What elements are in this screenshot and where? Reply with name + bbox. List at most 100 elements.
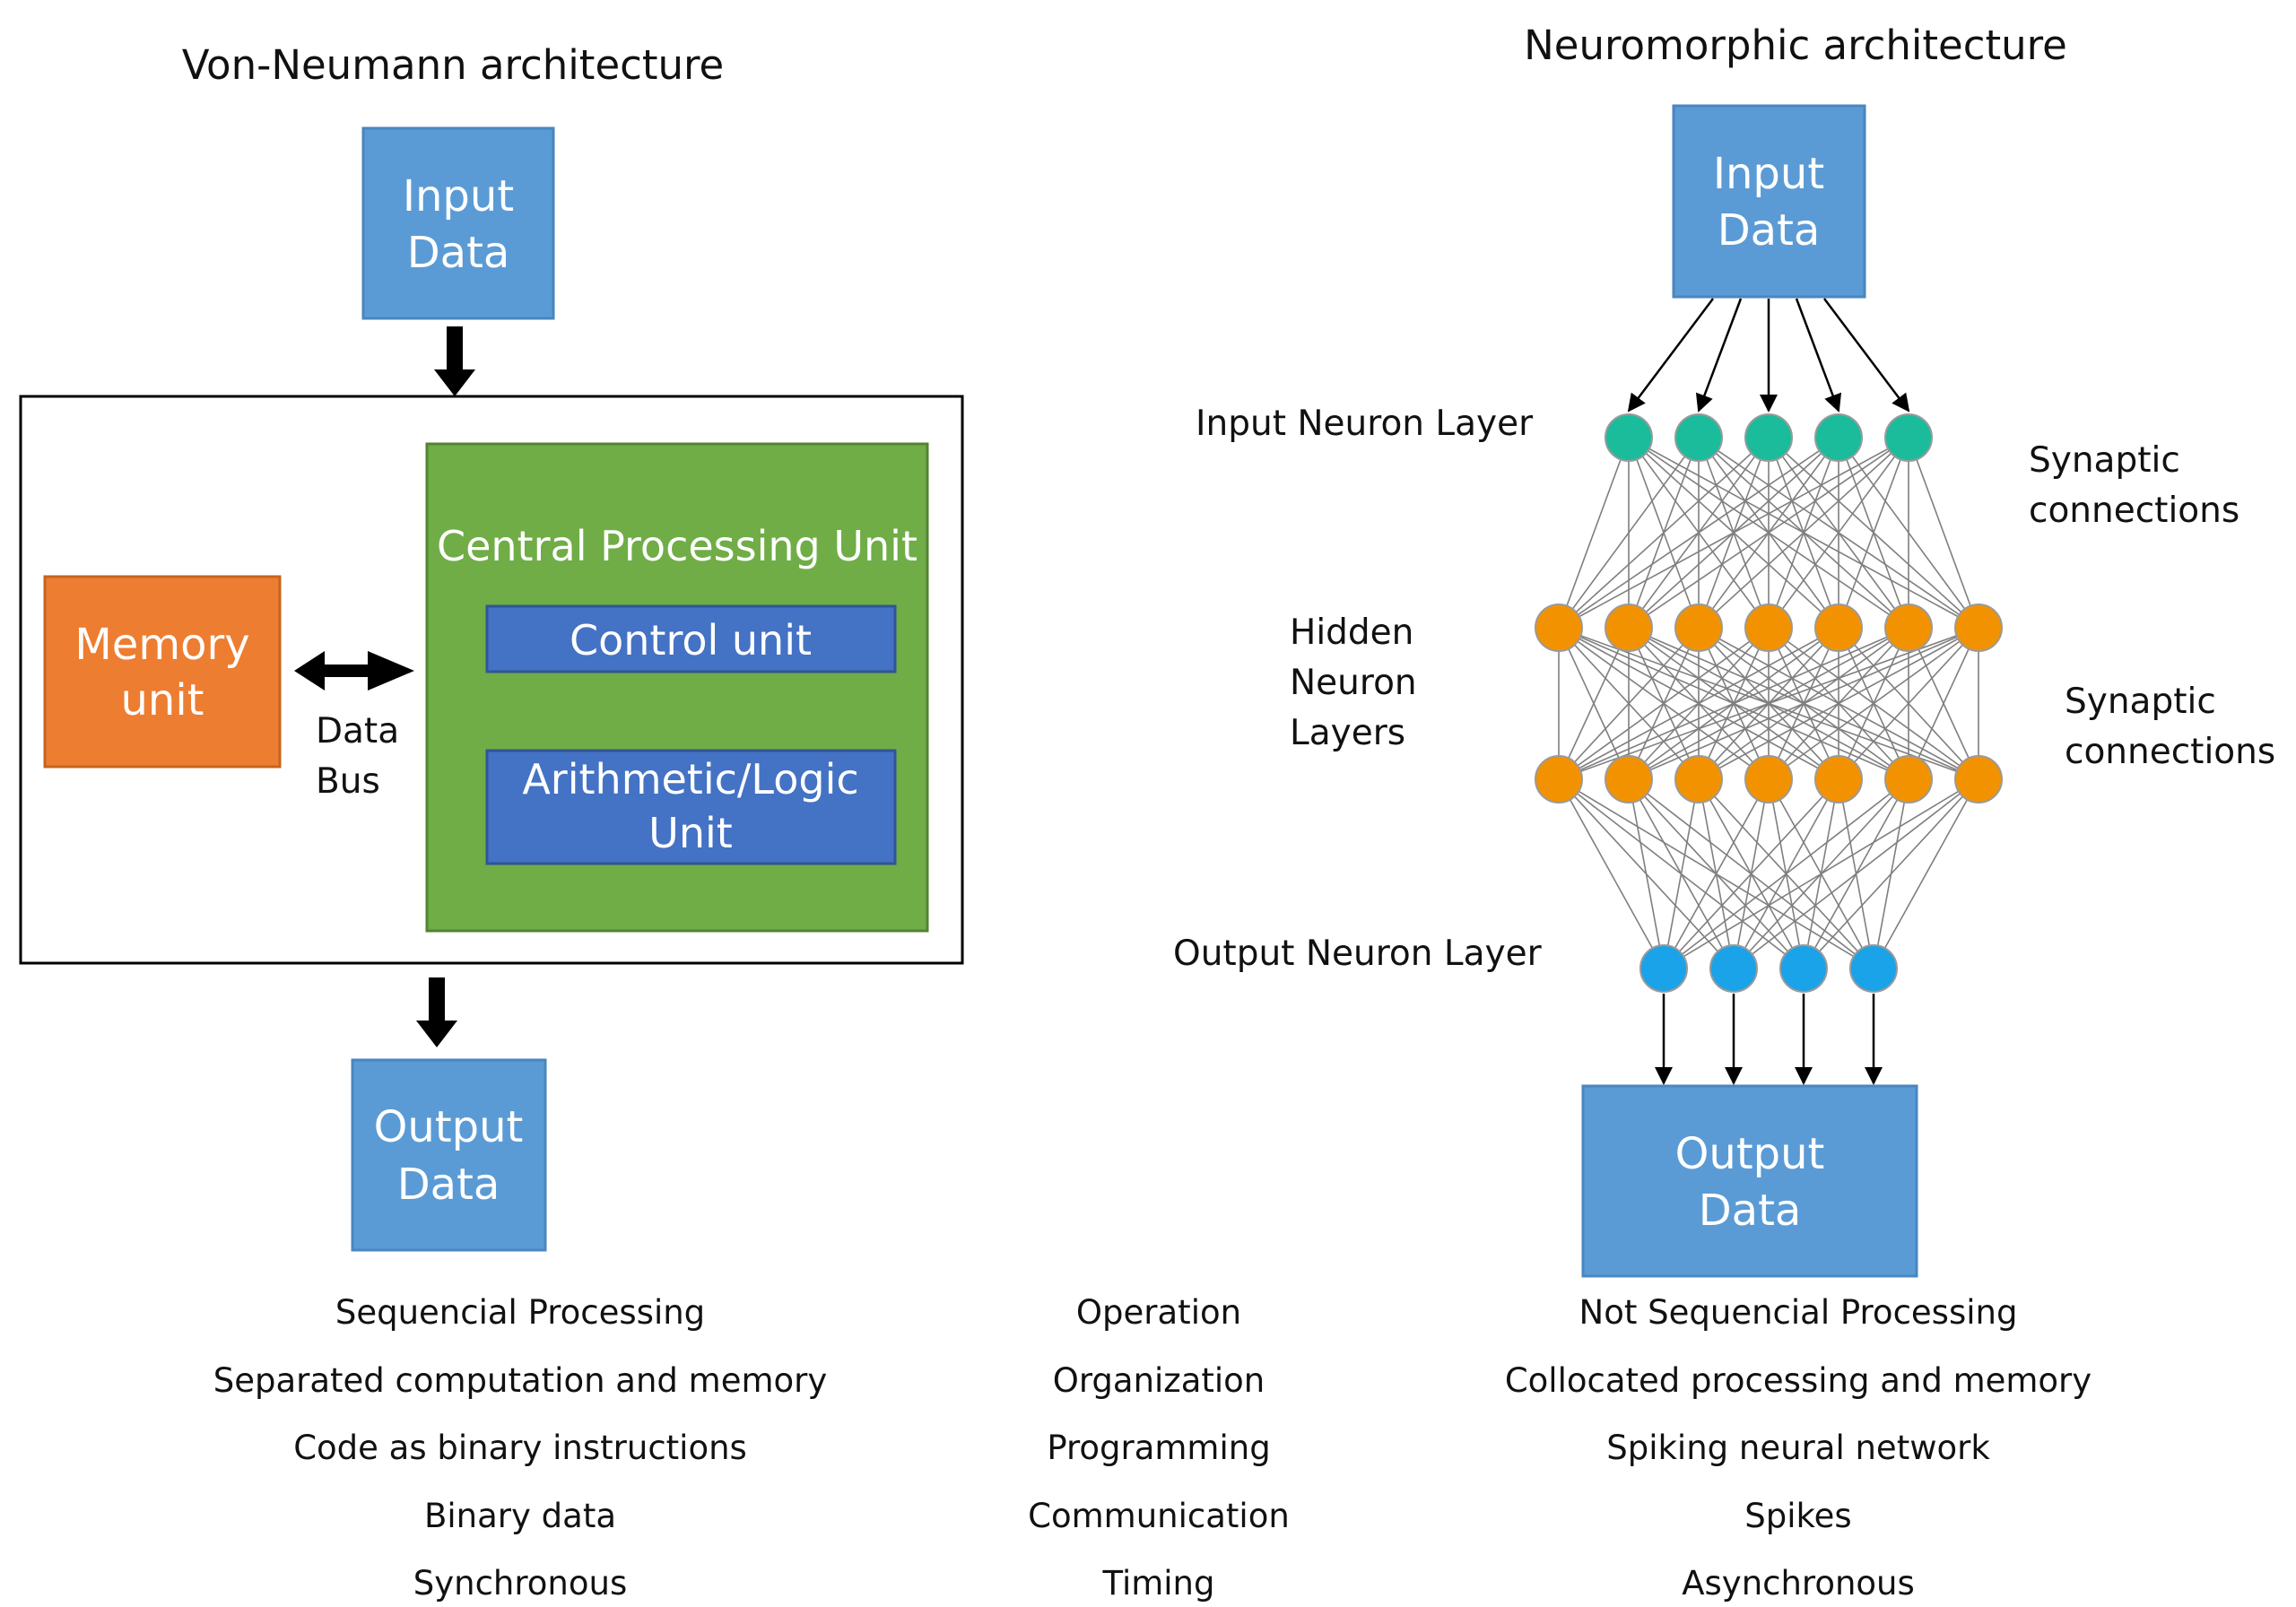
- hidden-1-neuron: [1884, 604, 1933, 652]
- hidden-2-neuron: [1605, 755, 1653, 804]
- comparison-right-2: Spiking neural network: [1606, 1429, 1990, 1467]
- synapse-line: [1663, 778, 1770, 969]
- comparison-middle-0: Operation: [1076, 1293, 1241, 1332]
- synapse-line: [1768, 437, 1909, 629]
- nm-output-line1: Output: [1675, 1129, 1825, 1179]
- vn-input-line2: Data: [407, 228, 510, 278]
- synapse-line: [1663, 778, 1839, 969]
- synapse-line: [1558, 627, 1630, 780]
- input-arrow: [1795, 298, 1842, 413]
- hidden-2-neuron: [1674, 755, 1723, 804]
- synaptic-label-1-line1: Synaptic: [2029, 440, 2180, 481]
- hidden-1-neuron: [1674, 604, 1723, 652]
- nm-input-data-box: Input Data: [1672, 104, 1866, 299]
- vn-output-arrow: [416, 977, 457, 1047]
- data-bus-line2: Bus: [316, 761, 380, 802]
- hidden-1-neuron: [1605, 604, 1653, 652]
- hidden-2-neuron: [1884, 755, 1933, 804]
- hidden-1-neuron: [1954, 604, 2003, 652]
- synapse-line: [1663, 778, 1909, 969]
- comparison-left-0: Sequencial Processing: [335, 1293, 705, 1332]
- synapse-line: [1873, 778, 1979, 969]
- control-unit-box: Control unit: [485, 604, 897, 673]
- comparison-right-0: Not Sequencial Processing: [1579, 1293, 2018, 1332]
- synaptic-label-1-line2: connections: [2029, 491, 2239, 531]
- comparison-right-1: Collocated processing and memory: [1505, 1361, 2092, 1400]
- vn-memory-unit-box: Memory unit: [43, 575, 282, 769]
- hidden-1-neuron: [1535, 604, 1583, 652]
- synapse-line: [1698, 437, 1909, 629]
- hidden-2-neuron: [1814, 755, 1863, 804]
- synapse-line: [1558, 627, 1770, 780]
- synapse-line: [1838, 437, 1909, 629]
- input-neuron: [1884, 413, 1933, 462]
- synaptic-connections: [1558, 437, 1979, 969]
- input-arrow: [1823, 298, 1910, 413]
- data-bus-arrow: [294, 651, 414, 691]
- vn-input-data-box: Input Data: [361, 126, 555, 320]
- comparison-right-4: Asynchronous: [1682, 1564, 1915, 1603]
- hidden-2-neuron: [1535, 755, 1583, 804]
- neuron-layers: [1535, 413, 2003, 993]
- output-neuron-layer-label: Output Neuron Layer: [1173, 934, 1543, 974]
- input-neuron: [1605, 413, 1653, 462]
- hidden-1-neuron: [1814, 604, 1863, 652]
- synapse-line: [1908, 437, 1979, 629]
- hidden-2-neuron: [1744, 755, 1793, 804]
- synaptic-label-2-line2: connections: [2065, 732, 2275, 772]
- neuromorphic-title: Neuromorphic architecture: [1524, 22, 2067, 69]
- synapse-line: [1558, 627, 1839, 780]
- synapse-line: [1663, 778, 1979, 969]
- synapse-line: [1838, 627, 1979, 780]
- synapse-line: [1768, 627, 1979, 780]
- comparison-left-1: Separated computation and memory: [213, 1361, 828, 1400]
- comparison-middle-4: Timing: [1101, 1564, 1214, 1603]
- synapse-line: [1628, 778, 1665, 969]
- vn-system-border: [19, 395, 964, 965]
- output-neuron: [1709, 944, 1758, 993]
- output-neuron: [1639, 944, 1688, 993]
- output-neuron: [1849, 944, 1898, 993]
- nm-input-line1: Input: [1713, 149, 1824, 199]
- input-arrow: [1695, 298, 1743, 413]
- comparison-right-3: Spikes: [1744, 1497, 1851, 1535]
- hidden-layers-line2: Neuron: [1290, 663, 1417, 703]
- comparison-middle-2: Programming: [1047, 1429, 1270, 1467]
- nm-input-line2: Data: [1718, 205, 1821, 256]
- vn-input-arrow: [434, 326, 475, 396]
- vn-output-line1: Output: [374, 1102, 524, 1152]
- nm-output-line2: Data: [1699, 1186, 1802, 1236]
- nm-input-arrows: [1627, 298, 1910, 413]
- input-neuron: [1744, 413, 1793, 462]
- output-neuron: [1779, 944, 1828, 993]
- memory-line2: unit: [121, 675, 204, 725]
- synapse-line: [1803, 778, 1979, 969]
- vn-input-line1: Input: [403, 171, 514, 222]
- synapse-line: [1558, 437, 1909, 629]
- synapse-line: [1558, 437, 1839, 629]
- synapse-line: [1558, 437, 1700, 629]
- synapse-line: [1698, 627, 1979, 780]
- input-arrow: [1627, 298, 1714, 413]
- nm-output-data-box: Output Data: [1581, 1084, 1918, 1278]
- control-unit-label: Control unit: [570, 616, 812, 665]
- comparison-table: Sequencial Processing Operation Not Sequ…: [213, 1293, 2092, 1603]
- memory-line1: Memory: [74, 620, 249, 670]
- data-bus-line1: Data: [316, 711, 399, 751]
- input-neuron-layer-label: Input Neuron Layer: [1196, 404, 1534, 444]
- hidden-layers-line1: Hidden: [1290, 612, 1413, 653]
- synapse-line: [1663, 778, 1700, 969]
- synapse-line: [1558, 437, 1630, 629]
- synapse-line: [1558, 627, 1979, 780]
- nm-output-arrows: [1655, 994, 1883, 1085]
- synapse-line: [1628, 437, 1909, 629]
- comparison-left-2: Code as binary instructions: [293, 1429, 747, 1467]
- input-neuron: [1814, 413, 1863, 462]
- alu-line1: Arithmetic/Logic: [522, 755, 858, 804]
- synaptic-label-2-line1: Synaptic: [2065, 682, 2216, 722]
- synapse-line: [1558, 778, 1665, 969]
- synapse-line: [1628, 627, 1979, 780]
- hidden-layers-line3: Layers: [1290, 713, 1405, 753]
- alu-box: Arithmetic/Logic Unit: [485, 749, 897, 865]
- synapse-line: [1908, 627, 1979, 780]
